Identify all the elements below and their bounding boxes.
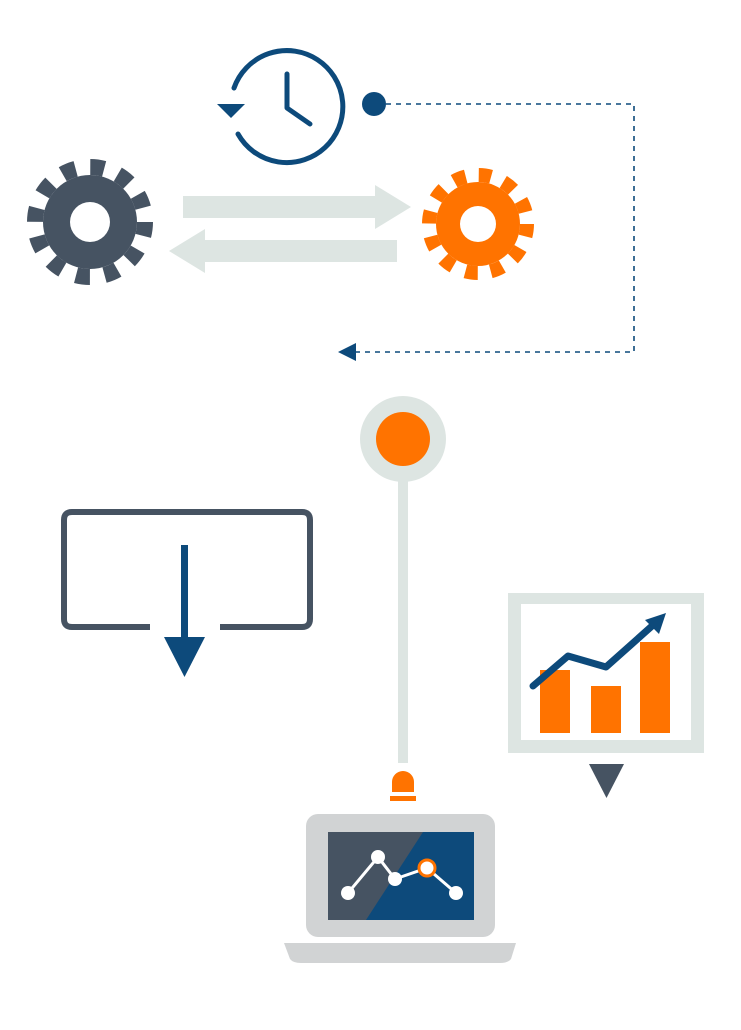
dashed-loop-arrow-icon (338, 92, 635, 361)
orange-gear-icon (422, 168, 534, 280)
dark-gear-icon (27, 159, 153, 285)
clock-history-icon (217, 48, 346, 166)
growth-chart-board-icon (508, 593, 704, 798)
pin-connector-icon (360, 396, 446, 801)
exchange-arrows-icon (169, 185, 411, 273)
download-icon (61, 509, 313, 677)
laptop-analytics-icon (284, 814, 516, 963)
